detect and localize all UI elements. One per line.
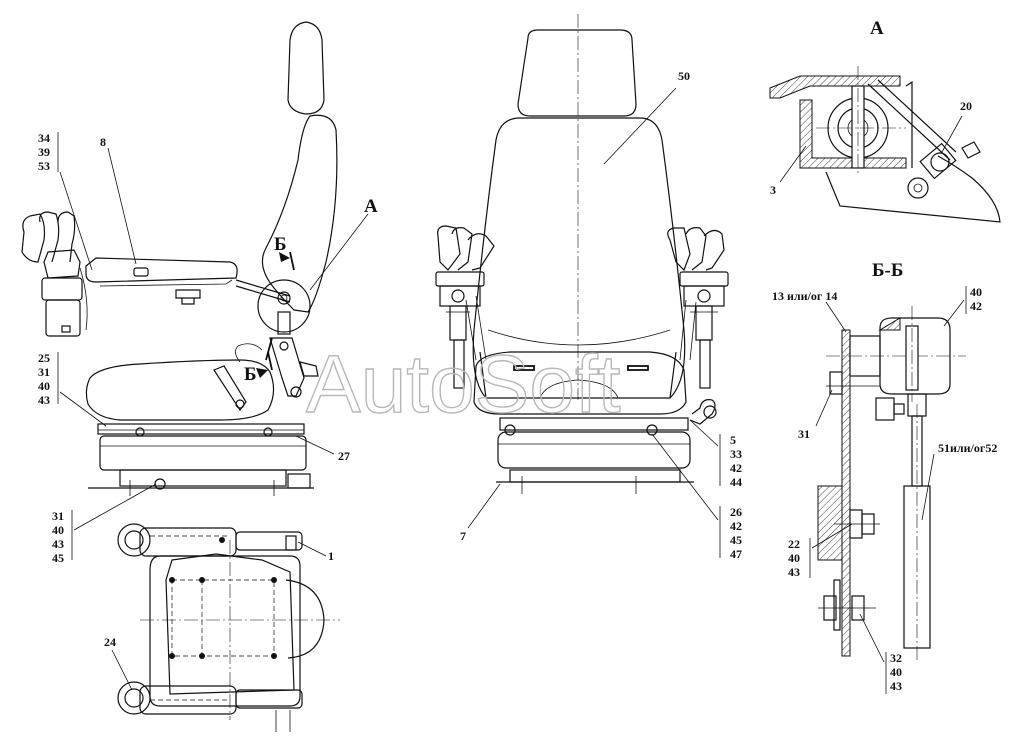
callout-24: 24 xyxy=(104,635,116,649)
callout-34: 34 xyxy=(38,131,50,145)
callout-26: 26 xyxy=(730,505,742,519)
callout-53: 53 xyxy=(38,159,50,173)
callout-section-b-upper: Б xyxy=(274,234,287,255)
callout-31: 31 xyxy=(38,365,50,379)
callout-45b: 45 xyxy=(730,533,742,547)
callout-40: 40 xyxy=(38,379,50,393)
callout-27: 27 xyxy=(338,449,350,463)
callout-view-a: А xyxy=(364,196,378,217)
callout-39: 39 xyxy=(38,145,50,159)
watermark: AutoSoft xyxy=(306,339,621,430)
callout-45: 45 xyxy=(52,551,64,565)
leader-lines xyxy=(57,87,967,694)
callout-1: 1 xyxy=(328,549,334,563)
callout-8: 8 xyxy=(100,135,106,149)
callout-3: 3 xyxy=(770,183,776,197)
callout-33: 33 xyxy=(730,447,742,461)
plan-view xyxy=(117,523,340,732)
callout-43: 43 xyxy=(38,393,50,407)
callout-31b: 31 xyxy=(52,509,64,523)
callout-43b: 43 xyxy=(52,537,64,551)
callout-42: 42 xyxy=(730,461,742,475)
callout-31c: 31 xyxy=(798,427,810,441)
callout-32: 32 xyxy=(890,651,902,665)
callout-40e: 40 xyxy=(890,665,902,679)
callout-7: 7 xyxy=(460,529,466,543)
callout-40b: 40 xyxy=(52,523,64,537)
callout-20: 20 xyxy=(960,99,972,113)
callout-labels: 34 39 53 8 25 31 40 43 27 31 40 43 45 1 … xyxy=(38,69,997,693)
callout-50: 50 xyxy=(678,69,690,83)
section-bb xyxy=(817,306,966,660)
front-view xyxy=(435,14,729,494)
callout-40d: 40 xyxy=(788,551,800,565)
side-view xyxy=(21,21,338,496)
title-detail-a: А xyxy=(870,18,884,39)
callout-44: 44 xyxy=(730,475,742,489)
callout-43e: 43 xyxy=(890,679,902,693)
callout-43d: 43 xyxy=(788,565,800,579)
callout-42b: 42 xyxy=(730,519,742,533)
callout-47: 47 xyxy=(730,547,742,561)
callout-22: 22 xyxy=(788,537,800,551)
view-titles: А Б-Б А Б Б xyxy=(244,18,903,385)
callout-40c: 40 xyxy=(970,285,982,299)
callout-25: 25 xyxy=(38,351,50,365)
callout-13-14: 13 или/ог 14 xyxy=(772,289,837,303)
title-section-bb: Б-Б xyxy=(872,260,903,281)
callout-5: 5 xyxy=(730,433,736,447)
callout-42c: 42 xyxy=(970,299,982,313)
callout-section-b-lower: Б xyxy=(244,364,257,385)
callout-51-52: 51или/ог52 xyxy=(938,441,997,455)
detail-a xyxy=(769,66,1001,223)
